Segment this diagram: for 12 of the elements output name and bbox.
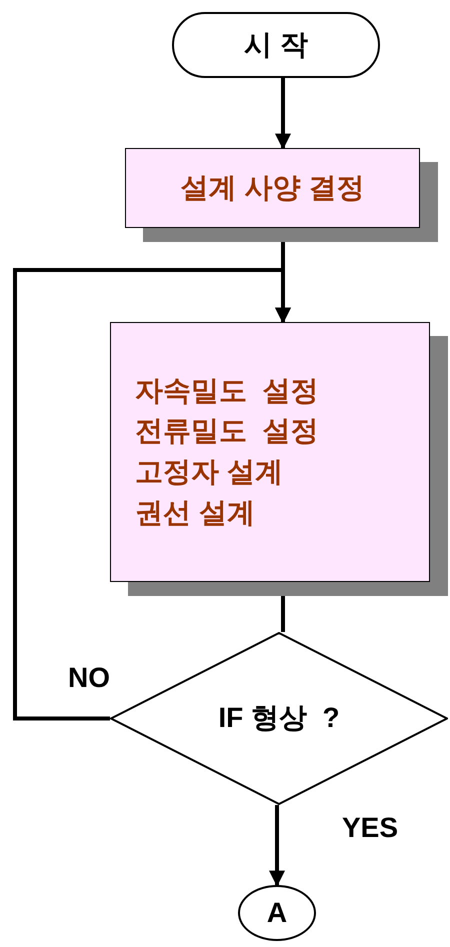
process-text: 고정자 설계	[135, 455, 283, 489]
process-text: 자속밀도 설정	[135, 374, 319, 408]
start-label: 시 작	[244, 28, 308, 62]
decision-text: IF 형상 ?	[218, 701, 340, 736]
process-text: 전류밀도 설정	[135, 414, 319, 448]
arrow	[275, 78, 291, 150]
connector-label: A	[266, 896, 288, 930]
arrow	[269, 805, 285, 887]
arrow	[13, 268, 291, 720]
process-text: 권선 설계	[135, 496, 255, 530]
decision-diamond	[110, 632, 448, 805]
process-text: 설계 사양 결정	[180, 170, 364, 205]
